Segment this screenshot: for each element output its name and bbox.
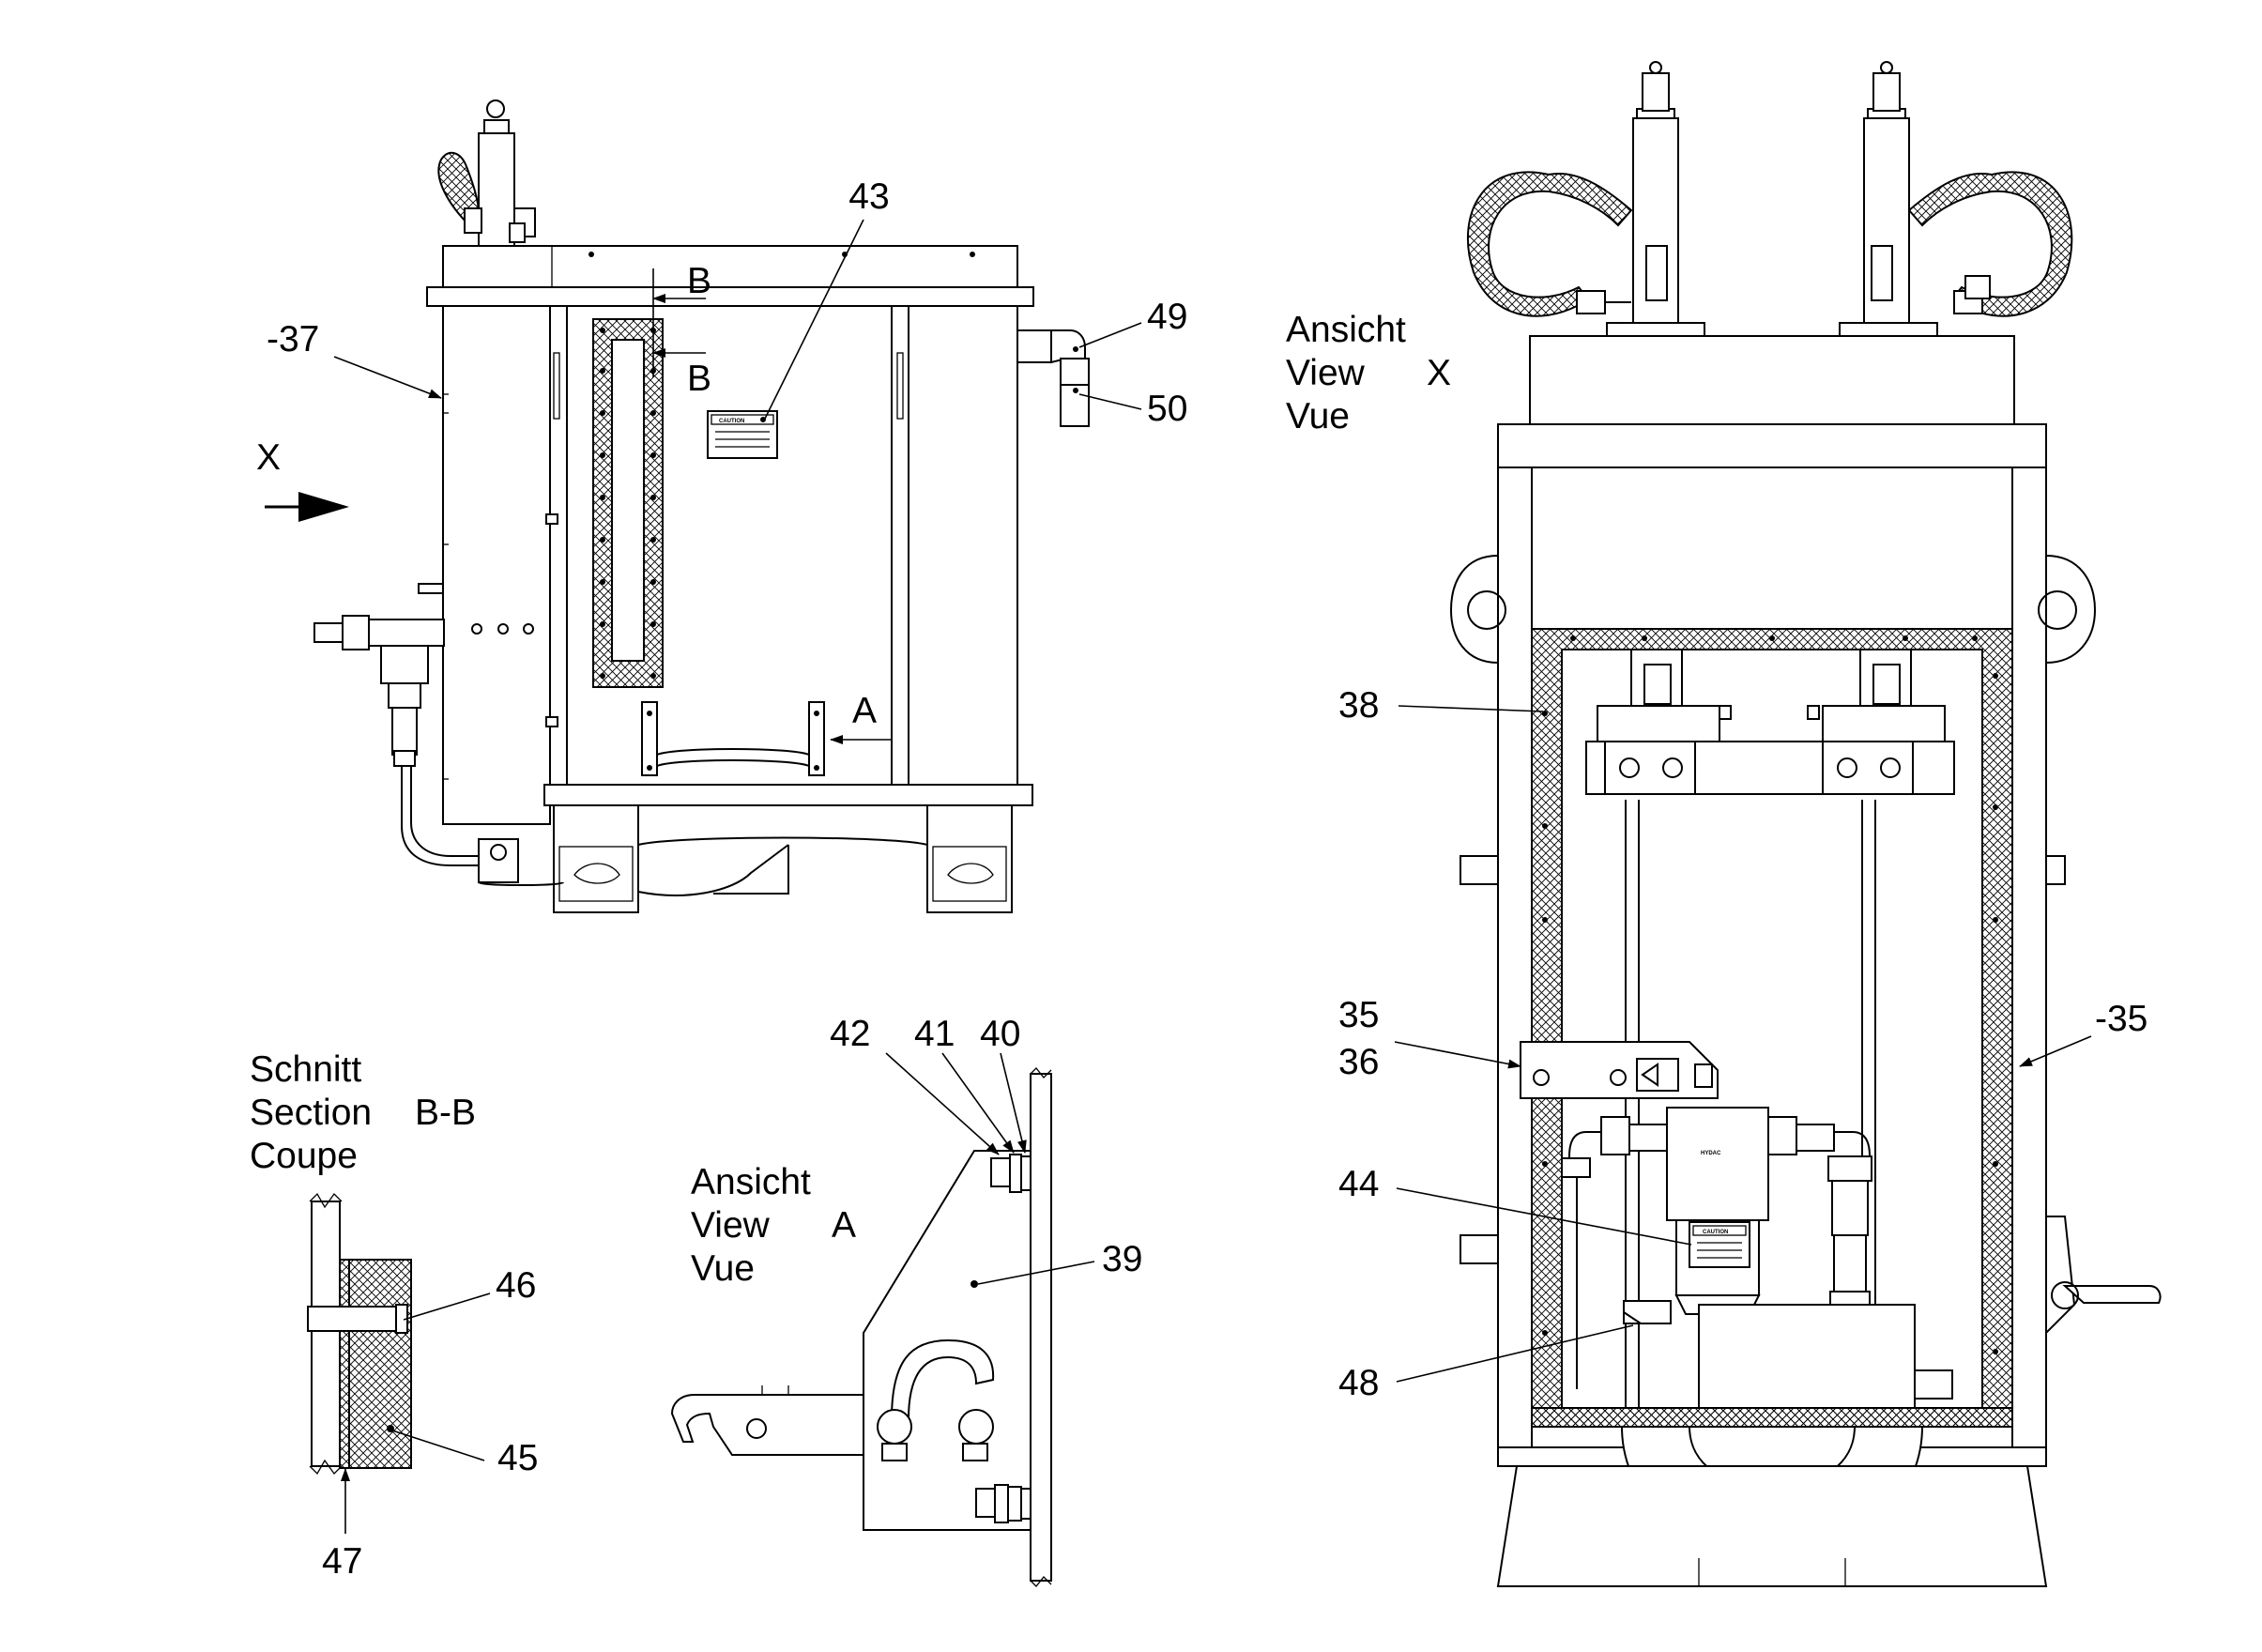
callout-36: 36 <box>1338 1042 1379 1082</box>
section-bb-letter: B-B <box>415 1093 476 1133</box>
view-a-callouts: 42 41 40 39 <box>830 1014 1142 1285</box>
section-marker-b-bottom: B <box>687 359 711 399</box>
callout-43: 43 <box>848 176 889 217</box>
callout-35: 35 <box>1338 995 1379 1035</box>
callout-47: 47 <box>322 1541 362 1582</box>
callout-48: 48 <box>1338 1363 1379 1403</box>
view-marker-a: A <box>852 691 877 731</box>
section-bb-line2: Section <box>250 1093 372 1133</box>
callout-37: -37 <box>267 319 319 359</box>
section-bb-callouts: 46 45 47 <box>322 1265 538 1582</box>
view-x-line2: View <box>1286 353 1366 393</box>
side-view: CAUTION <box>313 99 1090 913</box>
view-x-callouts: 38 35 36 -35 44 48 <box>1338 685 2147 1403</box>
callout-46: 46 <box>496 1265 536 1306</box>
callout-42: 42 <box>830 1014 870 1054</box>
section-bb-line1: Schnitt <box>250 1049 361 1090</box>
view-a-line3: Vue <box>691 1248 755 1289</box>
view-a-letter: A <box>832 1205 856 1246</box>
callout-40: 40 <box>980 1014 1020 1054</box>
callout-minus-35: -35 <box>2095 999 2147 1039</box>
callout-38: 38 <box>1338 685 1379 726</box>
section-marker-b-top: B <box>687 261 711 301</box>
view-x: HYDAC CAUTION <box>1449 61 2162 1587</box>
filter-brand-label: HYDAC <box>1701 1151 1721 1156</box>
view-a-line1: Ansicht <box>691 1162 811 1202</box>
section-bb-line3: Coupe <box>250 1136 358 1176</box>
view-a-line2: View <box>691 1205 771 1246</box>
filter-caution-label: CAUTION <box>1703 1230 1728 1235</box>
view-a-detail: Ansicht View A Vue <box>670 1067 1052 1587</box>
view-x-letter: X <box>1427 353 1451 393</box>
view-x-line3: Vue <box>1286 396 1350 436</box>
callout-39: 39 <box>1102 1239 1142 1279</box>
view-marker-x: X <box>256 437 281 478</box>
callout-50: 50 <box>1147 389 1187 429</box>
view-x-line1: Ansicht <box>1286 310 1406 350</box>
callout-41: 41 <box>914 1014 955 1054</box>
caution-plate-label: CAUTION <box>719 419 744 424</box>
section-bb-detail: Schnitt Section B-B Coupe <box>250 1049 476 1476</box>
view-x-heading: Ansicht View X Vue <box>1286 310 1451 436</box>
callout-44: 44 <box>1338 1164 1379 1204</box>
callout-49: 49 <box>1147 297 1187 337</box>
callout-45: 45 <box>497 1438 538 1478</box>
side-view-callouts: 43 49 50 -37 B B X A <box>256 176 1187 744</box>
